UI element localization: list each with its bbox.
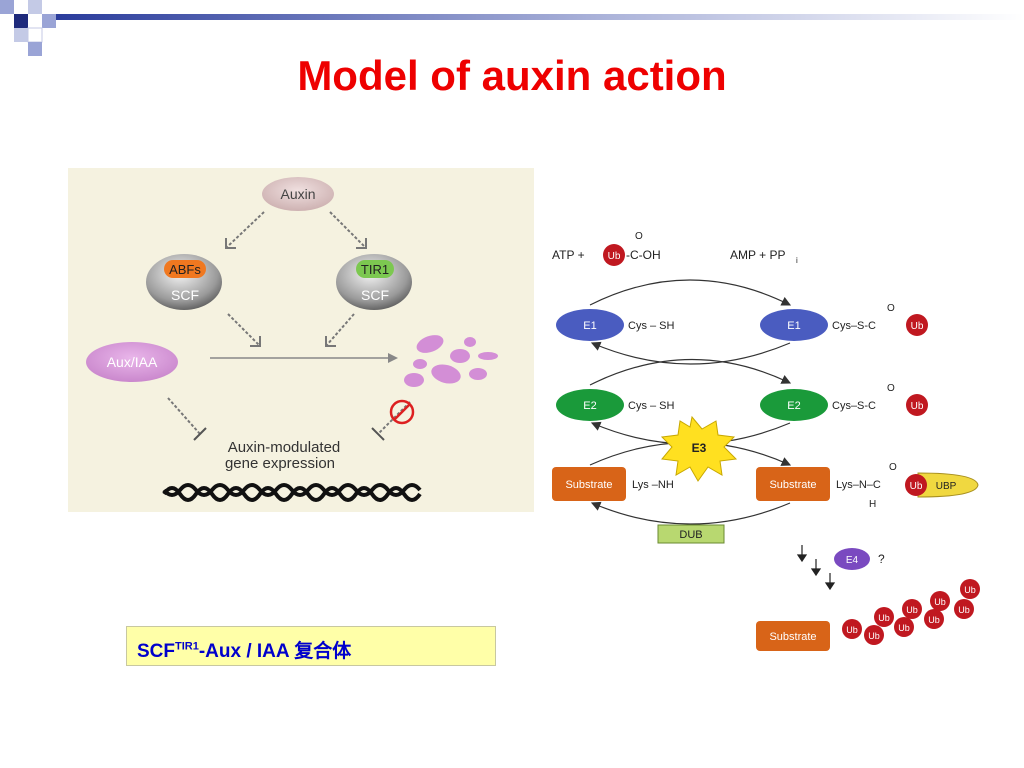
tir1-label: TIR1 (361, 262, 389, 277)
svg-text:O: O (887, 303, 895, 314)
e2-right (760, 389, 828, 421)
substrate-polyub (756, 621, 830, 651)
e2-cys-sh: Cys – SH (628, 400, 675, 412)
substrate-left (552, 467, 626, 501)
svg-text:Ub: Ub (910, 481, 923, 492)
e1-thioester: Cys–S-C (832, 320, 876, 332)
ub-substrate (905, 474, 927, 496)
cooh-label: -C-OH (626, 248, 661, 262)
svg-text:Ub: Ub (964, 585, 976, 595)
aux-iaa-label: Aux/IAA (107, 354, 158, 370)
arc-e1-forward (589, 279, 792, 306)
dna-helix-icon (162, 483, 422, 502)
amp-label: AMP + PP (730, 248, 785, 262)
ub-e2 (906, 394, 928, 416)
lys-isopeptide-label: Lys–N–C (836, 479, 881, 491)
arrow-auxin-tir1 (329, 211, 367, 249)
h-label: H (869, 499, 876, 510)
tir1-badge (356, 260, 394, 278)
repression-line-left (167, 397, 201, 435)
substrate-right (756, 467, 830, 501)
svg-text:Substrate: Substrate (769, 479, 816, 491)
e4-node (834, 548, 870, 570)
degraded-fragments (404, 335, 498, 387)
svg-text:i: i (796, 256, 798, 265)
e4-question: ? (878, 552, 885, 566)
svg-text:Ub: Ub (846, 625, 858, 635)
scf-left-label: SCF (171, 287, 199, 303)
ub-e1 (906, 314, 928, 336)
e3-label: E3 (692, 441, 707, 455)
svg-text:O: O (889, 462, 897, 473)
e2-thioester: Cys–S-C (832, 400, 876, 412)
svg-text:Ub: Ub (868, 631, 880, 641)
auxin-label: Auxin (280, 186, 315, 202)
atp-label: ATP + (552, 248, 585, 262)
e1-cys-sh: Cys – SH (628, 320, 675, 332)
auxin-model-diagram: Auxin ABFs SCF TIR1 SCF Aux/IAA (68, 168, 534, 512)
svg-text:Ub: Ub (878, 613, 890, 623)
arc-sub-back (590, 501, 791, 525)
gene-expression-line1: Auxin-modulated (228, 439, 341, 456)
svg-text:Ub: Ub (958, 605, 970, 615)
polyubiquitin-chain: Ub Ub Ub Ub Ub Ub Ub Ub Ub (842, 579, 980, 645)
svg-text:Substrate: Substrate (565, 479, 612, 491)
slide-title: Model of auxin action (297, 52, 727, 99)
svg-text:Ub: Ub (906, 605, 918, 615)
arc-e2-forward (589, 358, 792, 386)
o-top: O (635, 231, 643, 242)
svg-text:E1: E1 (787, 320, 800, 332)
processivity-arrows (796, 545, 836, 591)
svg-text:Ub: Ub (911, 321, 924, 332)
caption-rest: -Aux / IAA 复合体 (198, 641, 352, 662)
svg-text:O: O (887, 383, 895, 394)
corner-decoration (0, 0, 1024, 56)
lys-nh2-label: Lys –NH (632, 479, 674, 491)
e2-left (556, 389, 624, 421)
caption-main: SCF (137, 641, 175, 662)
dub-label: DUB (679, 529, 702, 541)
auxin-node (262, 177, 334, 211)
aux-iaa-node (86, 342, 178, 382)
svg-text:Ub: Ub (934, 597, 946, 607)
caption-superscript: TIR1 (175, 640, 199, 653)
abfs-badge (164, 260, 206, 278)
ubp-shape (917, 472, 979, 498)
ub-top (603, 244, 625, 266)
svg-text:Ub: Ub (898, 623, 910, 633)
e1-right (760, 309, 828, 341)
svg-text:E2: E2 (583, 400, 596, 412)
svg-text:E4: E4 (846, 555, 859, 566)
caption-box: SCFTIR1-Aux / IAA 复合体 (126, 626, 496, 666)
svg-text:E1: E1 (583, 320, 596, 332)
e3-starburst (660, 415, 738, 482)
ubp-label: UBP (936, 481, 957, 492)
arc-e1-back (590, 341, 791, 365)
svg-text:Substrate: Substrate (769, 631, 816, 643)
svg-text:Ub: Ub (608, 251, 621, 262)
svg-text:E2: E2 (787, 400, 800, 412)
dub-box (657, 524, 725, 544)
ubiquitin-cascade-diagram: ATP + Ub O -C-OH AMP + PP i E1 Cys – SH … (540, 225, 1010, 660)
scf-right-label: SCF (361, 287, 389, 303)
blocked-icon (389, 399, 415, 425)
arrow-auxin-abfs (225, 211, 265, 249)
abfs-label: ABFs (169, 262, 201, 277)
gene-expression-line2: gene expression (225, 455, 335, 472)
svg-text:Ub: Ub (928, 615, 940, 625)
e1-left (556, 309, 624, 341)
svg-text:Ub: Ub (911, 401, 924, 412)
